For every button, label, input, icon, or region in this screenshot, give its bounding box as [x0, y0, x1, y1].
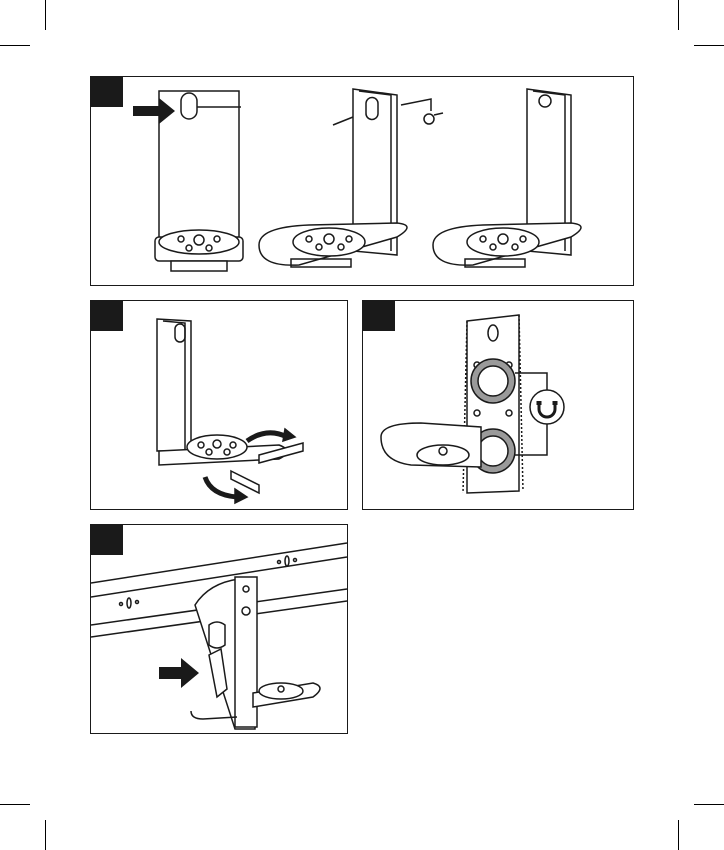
figure-4-illustration [91, 525, 349, 735]
figure-2-panel [90, 300, 348, 510]
crop-mark-bl-h [0, 804, 30, 805]
crop-mark-bl-v [45, 820, 46, 850]
crop-mark-tr-v [678, 0, 679, 30]
bracket-front-view [155, 91, 243, 271]
crop-mark-tr-h [694, 45, 724, 46]
crop-mark-br-v [678, 820, 679, 850]
arrow-right-icon [159, 658, 199, 688]
figure-2-illustration [91, 301, 349, 511]
figure-3-panel [362, 300, 634, 510]
crop-mark-br-h [694, 804, 724, 805]
figure-1-panel [90, 76, 634, 286]
bracket-side-view-screw [259, 89, 443, 267]
crop-mark-tl-h [0, 45, 30, 46]
figure-4-panel [90, 524, 348, 734]
figure-3-illustration [363, 301, 635, 511]
crop-mark-tl-v [45, 0, 46, 30]
bracket-side-view-mounted [433, 89, 581, 267]
figure-1-illustration [91, 77, 635, 287]
